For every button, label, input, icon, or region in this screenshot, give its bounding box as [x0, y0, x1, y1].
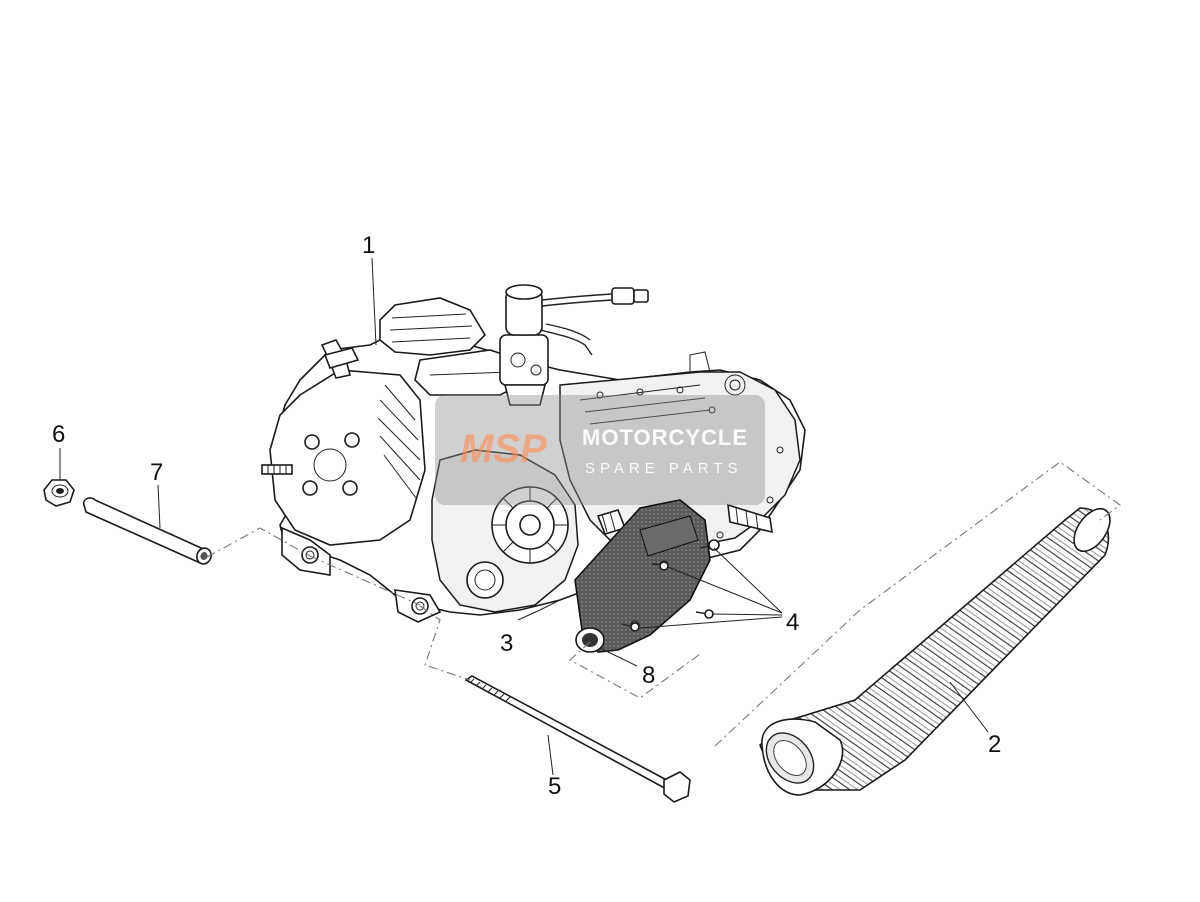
callout-7: 7 — [150, 459, 163, 486]
long-bolt-part-5 — [464, 675, 691, 803]
spacer-tube-part-7 — [82, 497, 212, 565]
corrugated-hose-part-2 — [759, 507, 1111, 796]
head-bolts — [302, 432, 360, 496]
spark-plug — [261, 464, 293, 475]
callout-6: 6 — [52, 421, 65, 448]
callout-2: 2 — [988, 731, 1001, 758]
assembly-dash-lines — [206, 461, 1121, 747]
callout-8: 8 — [642, 662, 655, 689]
watermark-line1: MOTORCYCLE — [582, 425, 748, 450]
watermark-line2: SPARE PARTS — [585, 460, 743, 477]
callout-5: 5 — [548, 773, 561, 800]
callout-3: 3 — [500, 630, 513, 657]
carburetor — [499, 284, 649, 406]
cooling-fan — [491, 486, 569, 564]
leader-lines — [59, 257, 989, 776]
callout-1: 1 — [362, 232, 375, 259]
callout-numbers: 1 2 3 4 5 6 7 8 — [52, 232, 1001, 800]
callout-4: 4 — [786, 609, 799, 636]
nut-part-6 — [43, 479, 75, 507]
engine-assembly — [261, 284, 806, 623]
watermark: MSP MOTORCYCLE SPARE PARTS — [435, 395, 765, 505]
watermark-logo: MSP — [460, 427, 547, 471]
screws-part-4 — [621, 539, 720, 632]
